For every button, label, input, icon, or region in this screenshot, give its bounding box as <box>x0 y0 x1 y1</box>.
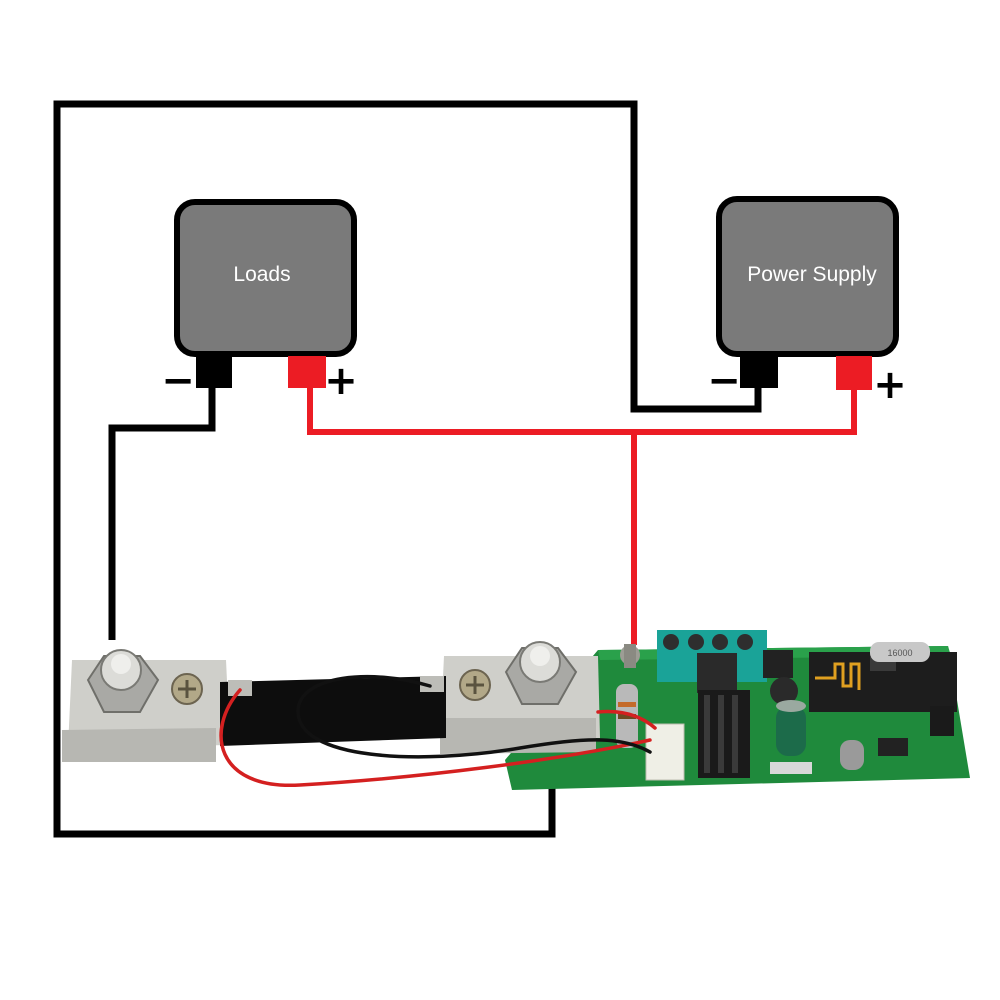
crystal-marking: 16000 <box>887 648 912 658</box>
shunt-resistor <box>62 641 600 762</box>
wire-loads-positive-to-supply-positive <box>307 386 857 435</box>
shunt-terminal-right <box>504 641 578 705</box>
shunt-terminal-left <box>86 649 160 713</box>
shunt-element <box>220 676 446 746</box>
supply-plus-sign: + <box>873 362 907 408</box>
sense-wires <box>219 675 657 787</box>
crystal: 16000 <box>870 642 930 662</box>
sense-wire-red <box>219 688 652 787</box>
supply-negative-terminal <box>740 356 778 388</box>
loads-plus-sign: + <box>324 358 358 404</box>
sense-wire-black <box>296 675 652 759</box>
positive-wires <box>307 386 857 645</box>
wire-loads-negative-to-shunt <box>108 386 216 640</box>
supply-minus-sign: − <box>707 358 741 404</box>
power-supply-label: Power Supply <box>747 263 877 286</box>
wire-supply-negative-to-shunt <box>53 100 762 838</box>
supply-positive-terminal <box>836 356 872 390</box>
sensor-connector <box>645 723 685 781</box>
loads-box: Loads − + <box>161 199 358 404</box>
loads-minus-sign: − <box>161 358 195 404</box>
loads-negative-terminal <box>196 356 232 388</box>
power-supply-box: Power Supply − + <box>707 196 907 408</box>
electrolytic-capacitor <box>776 706 806 756</box>
loads-label: Loads <box>233 263 290 286</box>
loads-positive-terminal <box>288 356 326 388</box>
monitor-board: 16000 <box>505 630 970 790</box>
negative-wires <box>53 100 762 838</box>
